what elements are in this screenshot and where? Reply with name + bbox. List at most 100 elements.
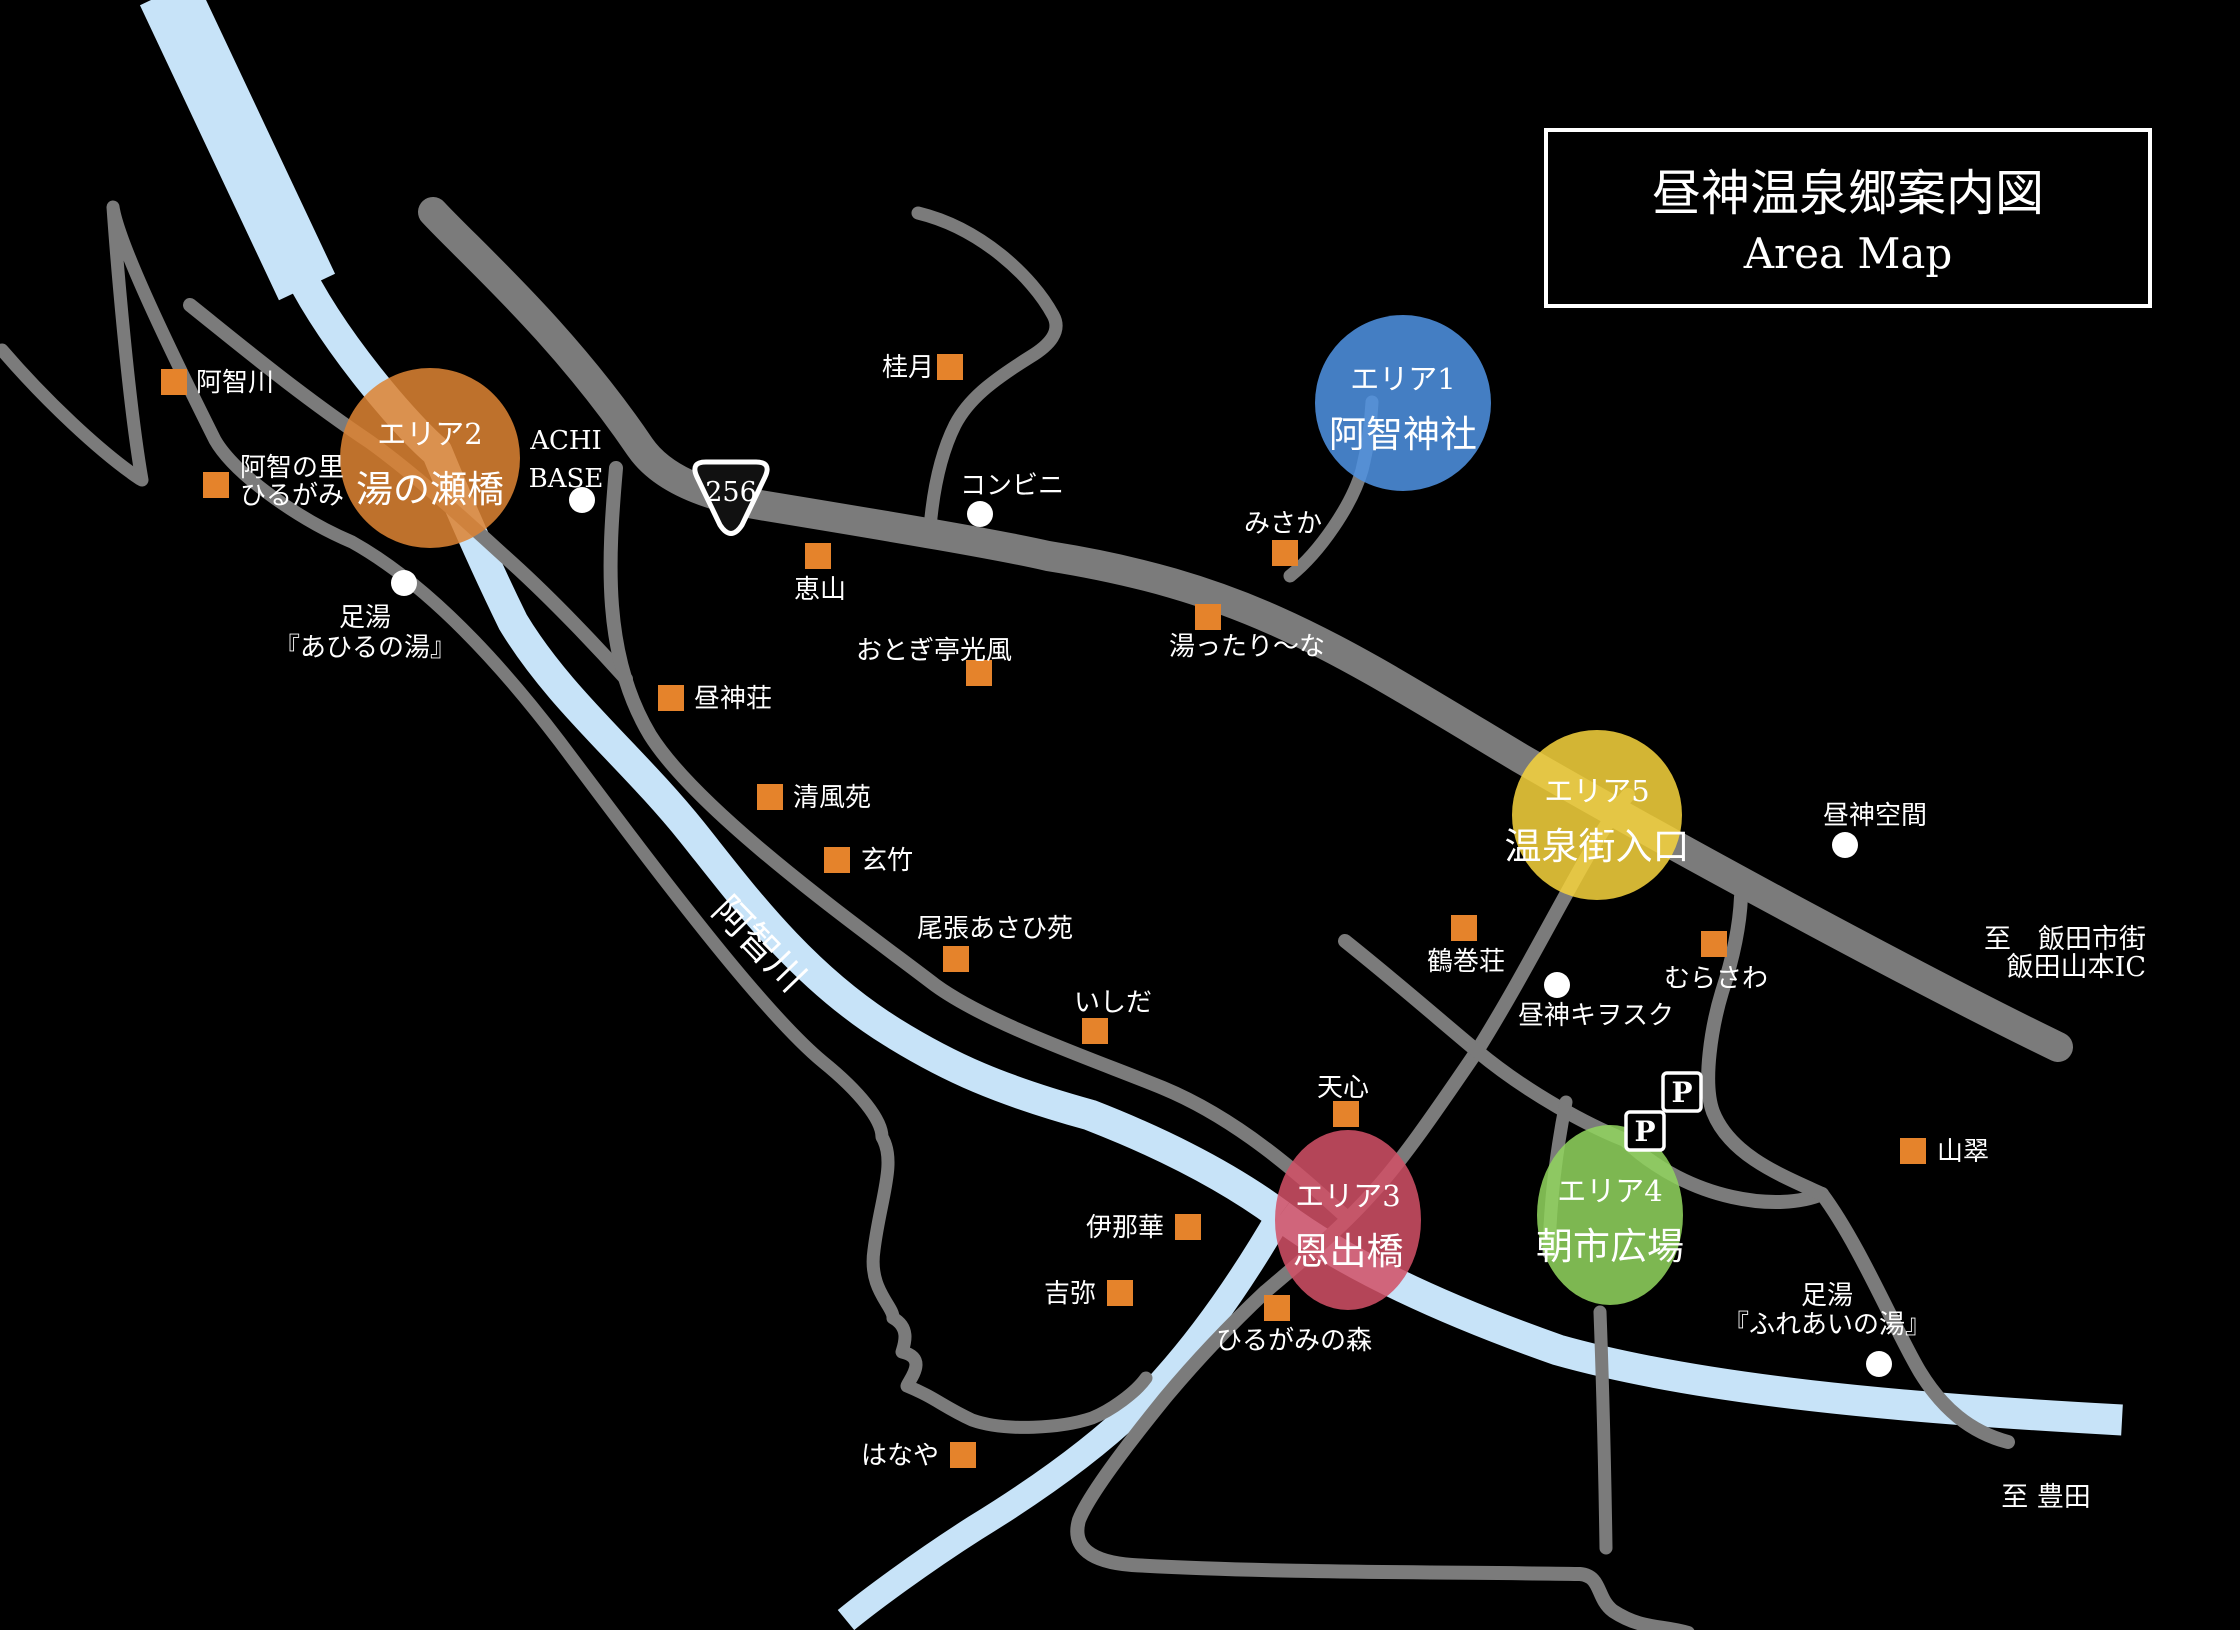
area-label-number: エリア1: [1350, 362, 1455, 396]
poi-label: 昼神荘: [694, 684, 772, 714]
poi-label: 鶴巻荘: [1427, 947, 1505, 977]
area-label-number: エリア4: [1557, 1174, 1662, 1208]
poi-square-icon: [1082, 1018, 1108, 1044]
area-label-number: エリア3: [1295, 1179, 1400, 1213]
poi-square-icon: [1701, 931, 1727, 957]
spot-dot-icon: [967, 501, 993, 527]
poi-label: 桂月: [882, 353, 934, 383]
poi-marker: 恵山: [794, 543, 846, 605]
title-box: 昼神温泉郷案内図 Area Map: [1544, 128, 2152, 308]
area-circle-shape: [1275, 1130, 1421, 1310]
road-left-stub: [0, 343, 147, 486]
poi-marker: みさか: [1244, 509, 1322, 566]
road-murasawa-wiggle: [1701, 890, 1829, 1201]
spot-dot-icon: [1544, 972, 1570, 998]
poi-square-icon: [937, 354, 963, 380]
parking-badge: P: [1661, 1071, 1703, 1113]
area-circle-1: エリア1 阿智神社: [1315, 315, 1491, 491]
poi-marker: 天心: [1317, 1073, 1369, 1127]
map-title-english: Area Map: [1743, 229, 1953, 278]
area-circle-5: エリア5 温泉街入口: [1505, 730, 1690, 900]
area-circle-shape: [1512, 730, 1682, 900]
poi-square-icon: [966, 660, 992, 686]
poi-square-icon: [203, 472, 229, 498]
spot-marker: コンビニ: [960, 471, 1064, 527]
spot-marker: 足湯『あひるの湯』: [274, 570, 456, 663]
poi-square-icon: [658, 685, 684, 711]
poi-label: 阿智の里: [240, 453, 344, 483]
parking-icon: [1661, 1071, 1703, 1113]
poi-square-icon: [805, 543, 831, 569]
caption-text: 飯田山本IC: [2007, 952, 2146, 983]
poi-square-icon: [824, 847, 850, 873]
poi-marker: 吉弥: [1044, 1279, 1133, 1309]
poi-square-icon: [1175, 1214, 1201, 1240]
poi-marker: はなや: [861, 1441, 976, 1471]
parking-badge: P: [1624, 1110, 1666, 1152]
route-256-badge: 256: [692, 459, 770, 536]
poi-label: ひるがみ: [240, 481, 344, 511]
poi-marker: 清風苑: [757, 783, 871, 813]
river-branch-south: [837, 1208, 1292, 1630]
spot-dot-icon: [569, 487, 595, 513]
area-circle-shape: [340, 368, 520, 548]
spot-label: 『あひるの湯』: [274, 633, 456, 663]
poi-label: はなや: [861, 1441, 939, 1471]
poi-square-icon: [1451, 915, 1477, 941]
parking-letter: P: [1671, 1076, 1692, 1109]
poi-square-icon: [1900, 1138, 1926, 1164]
roads: [0, 197, 2073, 1630]
river-achigawa-upper-wide: [139, 0, 336, 301]
poi-marker: 尾張あさひ苑: [917, 914, 1073, 972]
poi-square-icon: [950, 1442, 976, 1468]
poi-marker: 昼神荘: [658, 684, 772, 714]
parking-icon: [1624, 1110, 1666, 1152]
poi-label: 伊那華: [1086, 1213, 1164, 1243]
spot-label: 足湯: [339, 603, 391, 633]
poi-marker: 桂月: [882, 353, 963, 383]
spot-marker: 足湯『ふれあいの湯』: [1723, 1281, 1931, 1377]
area-label-name: 温泉街入口: [1505, 825, 1690, 868]
poi-label: 尾張あさひ苑: [917, 914, 1073, 944]
area-label-name: 阿智神社: [1329, 413, 1477, 456]
caption-text: 至 飯田市街: [1984, 924, 2146, 955]
poi-square-icon: [161, 369, 187, 395]
area-label-name: 恩出橋: [1293, 1230, 1404, 1273]
poi-label: いしだ: [1074, 988, 1152, 1018]
poi-label: 山翠: [1937, 1137, 1989, 1167]
spot-label: 昼神キヲスク: [1518, 1001, 1674, 1031]
poi-marker: おとぎ亭光風: [856, 636, 1012, 686]
parking-letter: P: [1634, 1115, 1655, 1148]
caption-text: 至 豊田: [2001, 1482, 2091, 1513]
poi-label: 阿智川: [196, 368, 274, 398]
poi-square-icon: [1264, 1295, 1290, 1321]
title-box-border: [1544, 128, 2152, 308]
area-label-number: エリア5: [1544, 774, 1649, 808]
poi-marker: いしだ: [1074, 988, 1152, 1044]
poi-marker: ひるがみの森: [1216, 1295, 1372, 1356]
spot-label: 昼神空間: [1823, 801, 1927, 831]
poi-label: むらさわ: [1664, 964, 1768, 994]
spot-marker: 昼神空間: [1823, 801, 1927, 858]
area-label-name: 湯の瀬橋: [356, 468, 504, 511]
spot-label: コンビニ: [960, 471, 1064, 501]
poi-square-icon: [943, 946, 969, 972]
poi-square-icon: [1107, 1280, 1133, 1306]
spot-dot-icon: [1832, 832, 1858, 858]
poi-marker: 山翠: [1900, 1137, 1989, 1167]
poi-label: みさか: [1244, 509, 1322, 539]
road-route-256-highway: [418, 197, 2073, 1062]
poi-marker: 伊那華: [1086, 1213, 1201, 1243]
poi-markers: 阿智川阿智の里ひるがみ桂月恵山おとぎ亭光風昼神荘みさか湯ったり～な清風苑玄竹尾張…: [161, 353, 1989, 1471]
parking-badges: PP: [1624, 1071, 1703, 1152]
poi-marker: 阿智川: [161, 368, 274, 398]
poi-marker: 湯ったり～な: [1169, 604, 1325, 662]
poi-marker: 鶴巻荘: [1427, 915, 1505, 977]
